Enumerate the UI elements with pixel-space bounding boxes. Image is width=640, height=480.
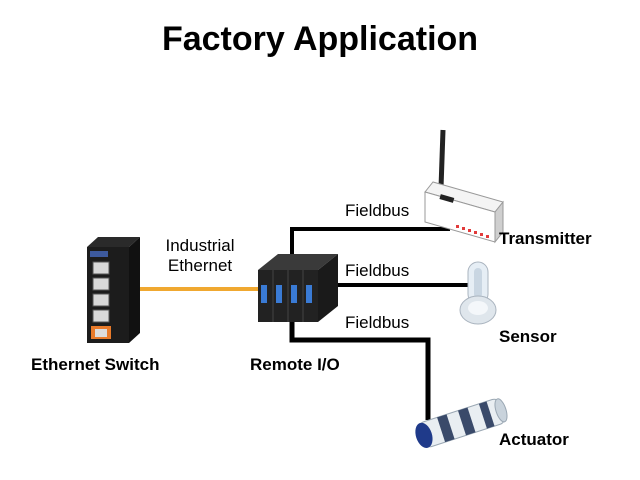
fieldbus-label-top: Fieldbus (345, 201, 410, 220)
remote-io-device (258, 254, 338, 322)
industrial-ethernet-label: Industrial Ethernet (150, 236, 250, 276)
diagram-title: Factory Application (161, 20, 479, 58)
fieldbus-cable-transmitter (290, 227, 450, 258)
fieldbus-label-bottom: Fieldbus (345, 313, 410, 332)
industrial-ethernet-label-line2: Ethernet (167, 256, 233, 275)
remote-io-label: Remote I/O (250, 355, 340, 374)
sensor-label: Sensor (499, 327, 557, 346)
transmitter-device (424, 129, 504, 244)
fieldbus-cable-actuator (289, 320, 431, 420)
industrial-ethernet-label-line1: Industrial (165, 236, 235, 255)
actuator-label: Actuator (499, 430, 569, 449)
ethernet-switch-device (87, 237, 140, 343)
fieldbus-label-middle: Fieldbus (345, 261, 410, 280)
transmitter-label: Transmitter (499, 229, 592, 248)
actuator-device (415, 398, 508, 448)
sensor-device (459, 261, 497, 325)
ethernet-switch-label: Ethernet Switch (31, 355, 160, 374)
